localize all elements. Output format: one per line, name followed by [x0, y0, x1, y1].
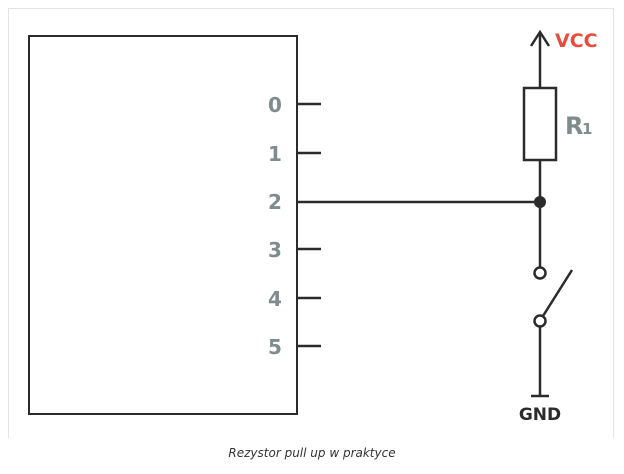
- gnd-label: GND: [519, 405, 561, 425]
- pin-label-4: 4: [268, 287, 282, 311]
- pin-label-5: 5: [268, 335, 282, 359]
- diagram-frame: [8, 8, 614, 438]
- vcc-arrow-icon: [529, 29, 551, 47]
- pull-up-circuit-diagram: 0 1 2 3 4 5 VCC R 1 GND: [28, 29, 598, 425]
- pin-label-2: 2: [268, 190, 282, 214]
- figure-caption: Rezystor pull up w praktyce: [228, 446, 396, 460]
- resistor-label: R: [565, 112, 583, 140]
- pin-stubs: [297, 102, 321, 348]
- resistor-r1: [522, 86, 558, 162]
- pin-label-3: 3: [268, 238, 282, 262]
- switch-top-contact: [533, 266, 547, 280]
- pin-label-1: 1: [268, 142, 282, 166]
- pin-label-0: 0: [268, 93, 282, 117]
- vcc-label: VCC: [555, 30, 598, 52]
- switch-bottom-contact: [533, 314, 547, 328]
- resistor-subscript: 1: [582, 120, 592, 138]
- microcontroller-box: [28, 35, 298, 415]
- switch-lever: [541, 269, 574, 317]
